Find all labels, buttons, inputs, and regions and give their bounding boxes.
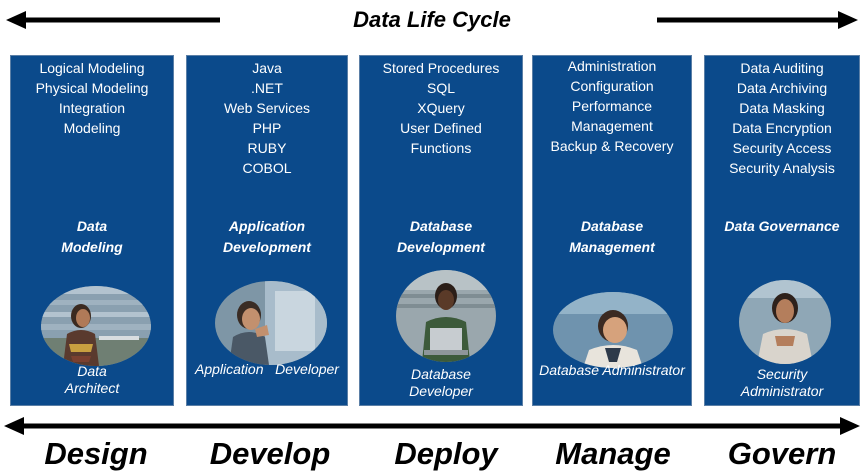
data-architect-photo — [41, 286, 151, 366]
list-item: Modeling — [63, 120, 121, 136]
list-item: .NET — [251, 80, 283, 96]
list-item: Logical Modeling — [39, 60, 145, 76]
column-application-development: Java .NET Web Services PHP RUBY COBOL Ap… — [186, 55, 348, 406]
column-heading: Database Management — [569, 218, 655, 255]
role-label: Database Developer — [409, 366, 473, 399]
item-list: Logical Modeling Physical Modeling Integ… — [11, 58, 173, 138]
list-item: Data Archiving — [736, 80, 828, 96]
list-item: Web Services — [223, 100, 311, 116]
list-item: Configuration — [570, 78, 654, 94]
role-label: Data Architect — [64, 363, 120, 396]
item-list: Stored Procedures SQL XQuery User Define… — [360, 58, 522, 158]
list-item: SQL — [426, 80, 455, 96]
column-heading: Database Development — [397, 218, 485, 255]
top-left-arrow — [6, 11, 220, 29]
list-item: User Defined — [400, 120, 482, 136]
application-developer-photo — [215, 281, 327, 365]
column-database-management: Administration Configuration Performance… — [532, 55, 692, 406]
stage-design: Design — [44, 436, 148, 471]
stage-manage: Manage — [555, 436, 671, 471]
list-item: RUBY — [247, 140, 287, 156]
list-item: Backup & Recovery — [550, 138, 674, 154]
database-administrator-photo — [553, 292, 673, 368]
stage-govern: Govern — [727, 436, 837, 471]
role-label: Security Administrator — [740, 366, 824, 399]
list-item: Java — [252, 60, 282, 76]
database-developer-photo — [396, 270, 496, 362]
list-item: Stored Procedures — [382, 60, 500, 76]
stage-deploy: Deploy — [394, 436, 498, 471]
top-right-arrow — [657, 11, 858, 29]
list-item: Performance — [571, 98, 653, 114]
list-item: Functions — [410, 140, 472, 156]
list-item: Security Analysis — [729, 160, 835, 176]
list-item: Security Access — [732, 140, 832, 156]
list-item: Data Auditing — [740, 60, 824, 76]
list-item: Data Masking — [739, 100, 825, 116]
list-item: Integration — [58, 100, 126, 116]
column-data-governance: Data Auditing Data Archiving Data Maskin… — [704, 55, 860, 406]
list-item: COBOL — [242, 160, 292, 176]
security-administrator-photo — [739, 280, 831, 364]
list-item: PHP — [252, 120, 282, 136]
item-list: Java .NET Web Services PHP RUBY COBOL — [187, 58, 347, 178]
list-item: Management — [571, 118, 653, 134]
column-data-modeling: Logical Modeling Physical Modeling Integ… — [10, 55, 174, 406]
bottom-double-arrow — [4, 417, 860, 435]
item-list: Administration Configuration Performance… — [533, 56, 691, 156]
diagram-title: Data Life Cycle — [353, 7, 511, 32]
stage-develop: Develop — [209, 436, 331, 471]
item-list: Data Auditing Data Archiving Data Maskin… — [705, 58, 859, 178]
list-item: Administration — [567, 58, 657, 74]
role-label: Database Administrator — [539, 362, 685, 378]
column-heading: Application Development — [223, 218, 311, 255]
list-item: XQuery — [417, 100, 465, 116]
column-heading: Data Governance — [724, 218, 840, 234]
list-item: Data Encryption — [732, 120, 832, 136]
column-heading: Data Modeling — [61, 218, 123, 255]
column-database-development: Stored Procedures SQL XQuery User Define… — [359, 55, 523, 406]
list-item: Physical Modeling — [35, 80, 149, 96]
role-label: Application Developer — [195, 361, 339, 377]
